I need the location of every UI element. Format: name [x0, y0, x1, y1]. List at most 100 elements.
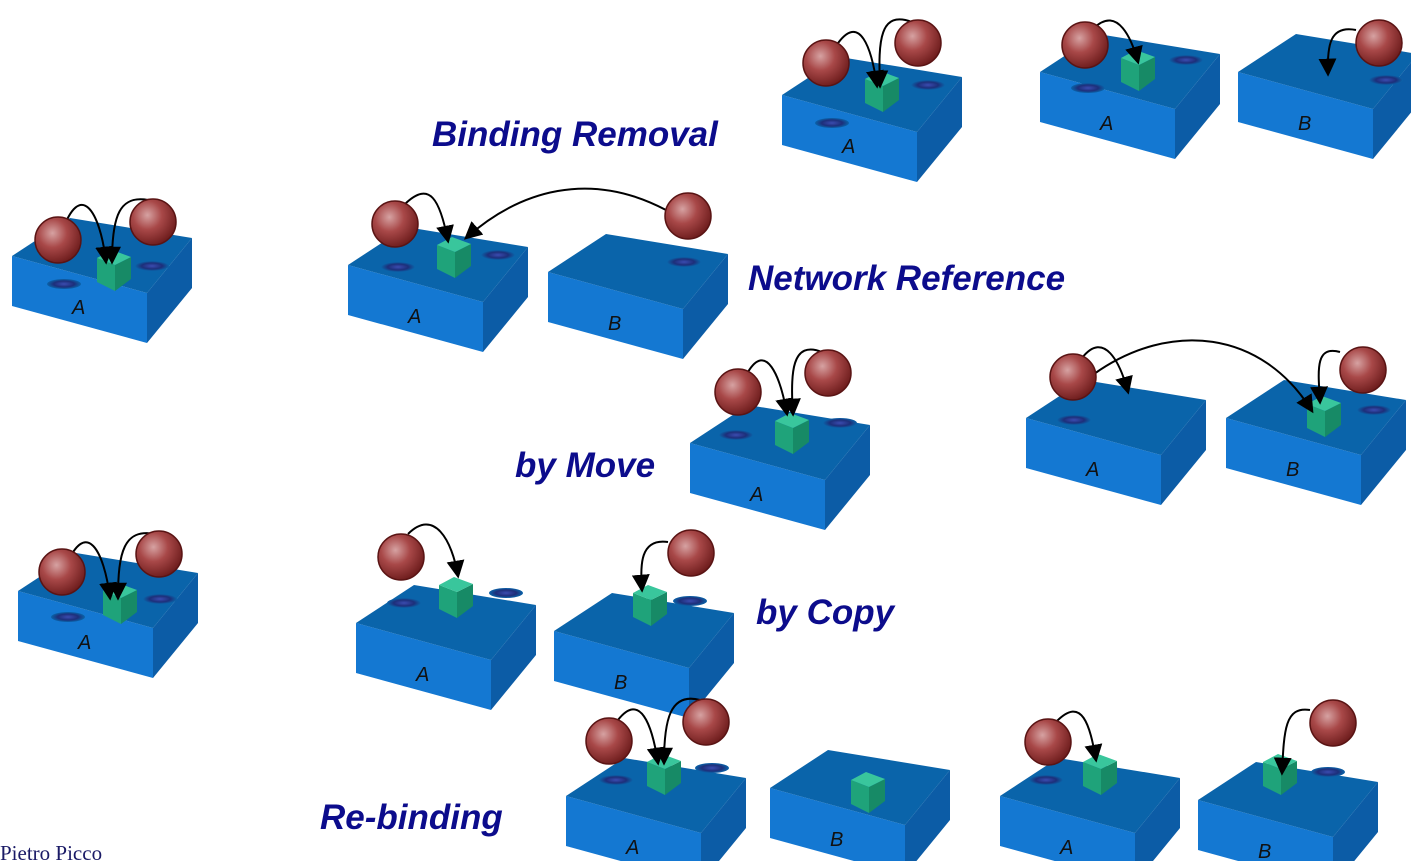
host-b: B [548, 234, 728, 359]
execution-unit [714, 368, 762, 416]
execution-unit [804, 349, 852, 397]
host-front-face [12, 256, 147, 343]
binding-arrow [1093, 339, 1314, 414]
host-side-face [483, 247, 528, 352]
host-side-face [917, 77, 962, 182]
host-a: A [1000, 754, 1180, 861]
resource-slot [387, 598, 421, 608]
host-front-face [1040, 72, 1175, 159]
label-by-move: by Move [515, 446, 655, 485]
host-b: B [554, 585, 734, 718]
host-front-face [18, 591, 153, 678]
host-front-face [770, 788, 905, 861]
binding-arrow [870, 18, 913, 89]
host-side-face [1361, 400, 1406, 505]
host-name-label: B [1286, 459, 1299, 481]
host-side-face [683, 254, 728, 359]
host-top-face [548, 234, 728, 309]
host-top-face [554, 593, 734, 668]
host-side-face [491, 605, 536, 710]
host-front-face [1026, 418, 1161, 505]
host-side-face [1175, 54, 1220, 159]
host-name-label: A [749, 484, 763, 506]
host-b: B [1198, 754, 1378, 861]
binding-arrow [404, 192, 454, 244]
host-name-label: A [841, 136, 855, 158]
resource-slot [1311, 767, 1345, 777]
resource-slot [673, 596, 707, 606]
resource-slot [481, 250, 515, 260]
host-side-face [701, 778, 746, 861]
host-front-face [548, 272, 683, 359]
resource-cube [851, 772, 885, 813]
execution-unit [377, 533, 425, 581]
resource-cube [775, 413, 809, 454]
host-side-face [147, 238, 192, 343]
execution-unit [682, 698, 730, 746]
host-name-label: A [1059, 837, 1073, 859]
host-name-label: B [1258, 841, 1271, 861]
host-a: A [1026, 380, 1206, 505]
host-a: A [690, 405, 870, 530]
host-name-label: A [415, 664, 429, 686]
host-a: A [566, 754, 746, 861]
binding-arrow [103, 198, 149, 265]
host-name-label: B [830, 829, 843, 851]
binding-arrow [1093, 19, 1143, 65]
host-a: A [782, 57, 962, 182]
execution-unit [1309, 699, 1357, 747]
execution-unit [1339, 346, 1387, 394]
host-side-face [905, 770, 950, 861]
host-side-face [689, 613, 734, 718]
resource-slot [695, 763, 729, 773]
host-front-face [1226, 418, 1361, 505]
resource-slot [1057, 415, 1091, 425]
resource-slot [1369, 75, 1403, 85]
resource-slot [51, 612, 85, 622]
resource-slot [489, 588, 523, 598]
label-network-reference: Network Reference [748, 259, 1065, 298]
host-front-face [782, 95, 917, 182]
execution-unit [1061, 21, 1109, 69]
resource-slot [911, 80, 945, 90]
execution-unit [664, 192, 712, 240]
host-side-face [825, 425, 870, 530]
host-name-label: A [71, 297, 85, 319]
execution-unit [802, 39, 850, 87]
resource-slot [815, 118, 849, 128]
host-name-label: A [1099, 113, 1113, 135]
resource-slot [1357, 405, 1391, 415]
host-name-label: B [614, 672, 627, 694]
execution-unit [1355, 19, 1403, 67]
binding-arrow [109, 532, 156, 601]
binding-arrow [631, 540, 669, 593]
resource-slot [823, 418, 857, 428]
host-a: A [348, 227, 528, 352]
host-a: A [356, 577, 536, 710]
host-side-face [1161, 400, 1206, 505]
host-front-face [1238, 72, 1373, 159]
binding-arrow [407, 523, 465, 579]
execution-unit [371, 200, 419, 248]
resource-slot [1029, 775, 1063, 785]
host-b: B [770, 750, 950, 861]
execution-unit [585, 717, 633, 765]
host-side-face [153, 573, 198, 678]
resource-slot [719, 430, 753, 440]
footer-author: Pietro Picco [0, 841, 102, 861]
resource-slot [1169, 55, 1203, 65]
host-name-label: B [1298, 113, 1311, 135]
host-name-label: A [1085, 459, 1099, 481]
resource-slot [135, 261, 169, 271]
host-front-face [690, 443, 825, 530]
execution-unit [129, 198, 177, 246]
host-top-face [1198, 762, 1378, 837]
execution-unit [894, 19, 942, 67]
resource-slot [667, 257, 701, 267]
resource-slot [47, 279, 81, 289]
host-name-label: A [625, 837, 639, 859]
binding-arrow [61, 204, 114, 265]
host-front-face [554, 631, 689, 718]
resource-slot [599, 775, 633, 785]
execution-unit [1049, 353, 1097, 401]
